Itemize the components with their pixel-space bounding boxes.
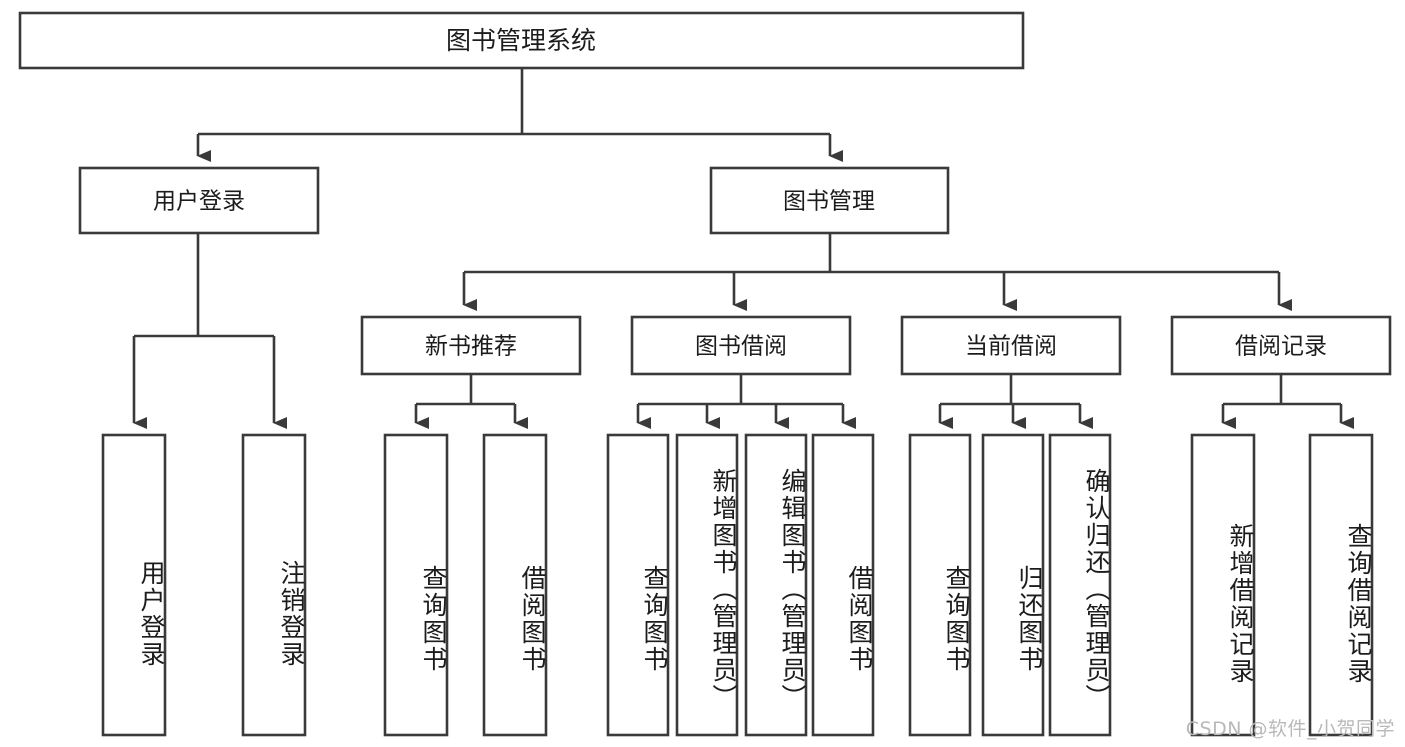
- node-user-login-box[interactable]: [78, 166, 320, 235]
- node-borrow-record-box[interactable]: [1170, 315, 1392, 376]
- node-new-book-recommend-box[interactable]: [360, 315, 582, 376]
- node-user-login-label: 用户登录: [153, 189, 245, 215]
- node-book-manage-box[interactable]: [709, 166, 950, 235]
- watermark-text: CSDN @软件_小贺同学: [1185, 718, 1395, 740]
- node-book-manage[interactable]: 图书管理: [709, 166, 950, 235]
- node-new-book-recommend[interactable]: 新书推荐: [360, 315, 582, 376]
- leaf-box-query-book-borrow[interactable]: [606, 433, 670, 737]
- node-new-book-recommend-label: 新书推荐: [425, 334, 517, 360]
- node-book-borrow-box[interactable]: [630, 315, 852, 376]
- leaf-box-add-record[interactable]: [1190, 433, 1256, 737]
- leaf-box-edit-book[interactable]: [744, 433, 808, 737]
- node-borrow-record-label: 借阅记录: [1235, 334, 1327, 360]
- leaf-box-layer: [101, 433, 1374, 737]
- leaf-box-query-book-current[interactable]: [908, 433, 972, 737]
- node-current-borrow-box[interactable]: [900, 315, 1122, 376]
- node-current-borrow-label: 当前借阅: [965, 334, 1057, 360]
- leaf-box-return-book[interactable]: [981, 433, 1045, 737]
- leaf-box-query-record[interactable]: [1308, 433, 1374, 737]
- leaf-box-user-login[interactable]: [101, 433, 167, 737]
- node-root-box[interactable]: [18, 11, 1025, 70]
- node-current-borrow[interactable]: 当前借阅: [900, 315, 1122, 376]
- node-book-borrow[interactable]: 图书借阅: [630, 315, 852, 376]
- node-book-borrow-label: 图书借阅: [695, 334, 787, 360]
- node-root-label: 图书管理系统: [446, 26, 596, 55]
- node-book-manage-label: 图书管理: [783, 189, 875, 215]
- leaf-box-add-book[interactable]: [675, 433, 739, 737]
- leaf-box-user-logout[interactable]: [241, 433, 307, 737]
- leaf-box-borrow-book[interactable]: [811, 433, 875, 737]
- node-user-login[interactable]: 用户登录: [78, 166, 320, 235]
- node-borrow-record[interactable]: 借阅记录: [1170, 315, 1392, 376]
- node-root[interactable]: 图书管理系统: [18, 11, 1025, 70]
- connector-layer: [132, 68, 1354, 429]
- leaf-box-confirm-return[interactable]: [1048, 433, 1112, 737]
- leaf-box-borrow-book-rec[interactable]: [482, 433, 548, 737]
- leaf-box-query-book-rec[interactable]: [383, 433, 449, 737]
